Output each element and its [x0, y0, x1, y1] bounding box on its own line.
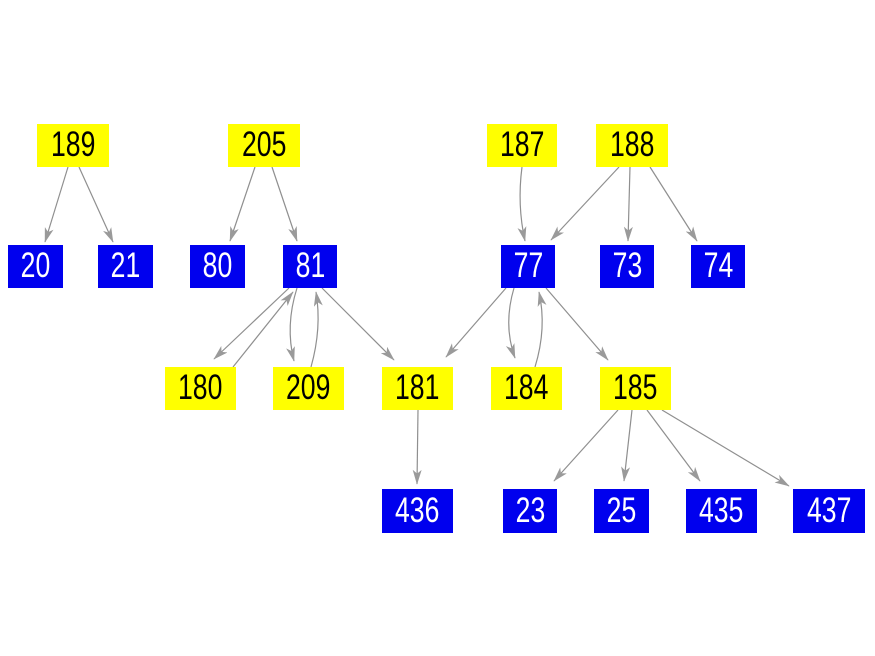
node-label: 21 — [110, 246, 141, 285]
node-73: 73 — [600, 245, 654, 288]
node-label: 77 — [513, 246, 543, 285]
edge-181-436 — [412, 409, 422, 485]
edge-185-437 — [661, 409, 790, 487]
node-205: 205 — [228, 124, 300, 167]
node-label: 80 — [202, 246, 233, 285]
edge-188-74 — [649, 166, 698, 242]
edge-81-180 — [213, 287, 290, 360]
node-label: 181 — [395, 368, 440, 407]
node-20: 20 — [8, 245, 63, 288]
edge-188-77 — [550, 166, 620, 241]
edge-77-185 — [545, 287, 609, 361]
node-77: 77 — [501, 245, 555, 288]
edge-185-23 — [553, 409, 619, 482]
node-181: 181 — [382, 367, 453, 410]
node-209: 209 — [273, 367, 344, 410]
node-21: 21 — [98, 245, 153, 288]
node-label: 23 — [515, 490, 545, 530]
edge-205-81 — [271, 166, 298, 242]
node-80: 80 — [190, 245, 245, 288]
edge-77-181 — [445, 287, 507, 358]
edge-185-25 — [621, 409, 633, 482]
node-label: 209 — [286, 368, 331, 407]
node-label: 184 — [504, 368, 549, 407]
node-436: 436 — [382, 489, 453, 533]
node-label: 187 — [499, 125, 545, 164]
node-81: 81 — [283, 245, 337, 288]
edge-77-184 — [505, 287, 516, 359]
node-label: 189 — [50, 125, 96, 164]
edge-189-21 — [78, 166, 114, 243]
node-180: 180 — [165, 367, 236, 410]
node-label: 180 — [178, 368, 223, 407]
node-label: 73 — [612, 246, 642, 285]
node-74: 74 — [691, 245, 745, 288]
node-185: 185 — [600, 367, 671, 410]
node-189: 189 — [37, 124, 109, 167]
node-23: 23 — [503, 489, 557, 533]
node-label: 74 — [703, 246, 733, 285]
node-184: 184 — [491, 367, 562, 410]
node-label: 205 — [241, 125, 287, 164]
edge-187-77 — [517, 166, 527, 242]
edge-81-181 — [321, 287, 395, 361]
edge-81-209 — [286, 287, 298, 362]
edge-group — [44, 166, 790, 487]
node-435: 435 — [686, 489, 757, 533]
node-label: 435 — [699, 490, 744, 530]
edge-209-81 — [310, 291, 323, 368]
edge-184-77 — [534, 291, 547, 368]
edge-205-80 — [229, 166, 256, 242]
node-188: 188 — [596, 124, 668, 167]
node-label: 188 — [609, 125, 655, 164]
node-label: 81 — [295, 246, 325, 285]
node-25: 25 — [594, 489, 649, 533]
node-label: 185 — [613, 368, 658, 407]
edge-188-73 — [623, 166, 633, 242]
edge-185-435 — [646, 409, 701, 482]
node-label: 437 — [806, 490, 852, 530]
node-label: 25 — [606, 490, 637, 530]
node-label: 20 — [20, 246, 51, 285]
node-437: 437 — [793, 489, 865, 533]
edge-180-81 — [232, 291, 294, 368]
node-label: 436 — [395, 490, 440, 530]
edge-189-20 — [44, 166, 69, 243]
node-187: 187 — [487, 124, 557, 167]
